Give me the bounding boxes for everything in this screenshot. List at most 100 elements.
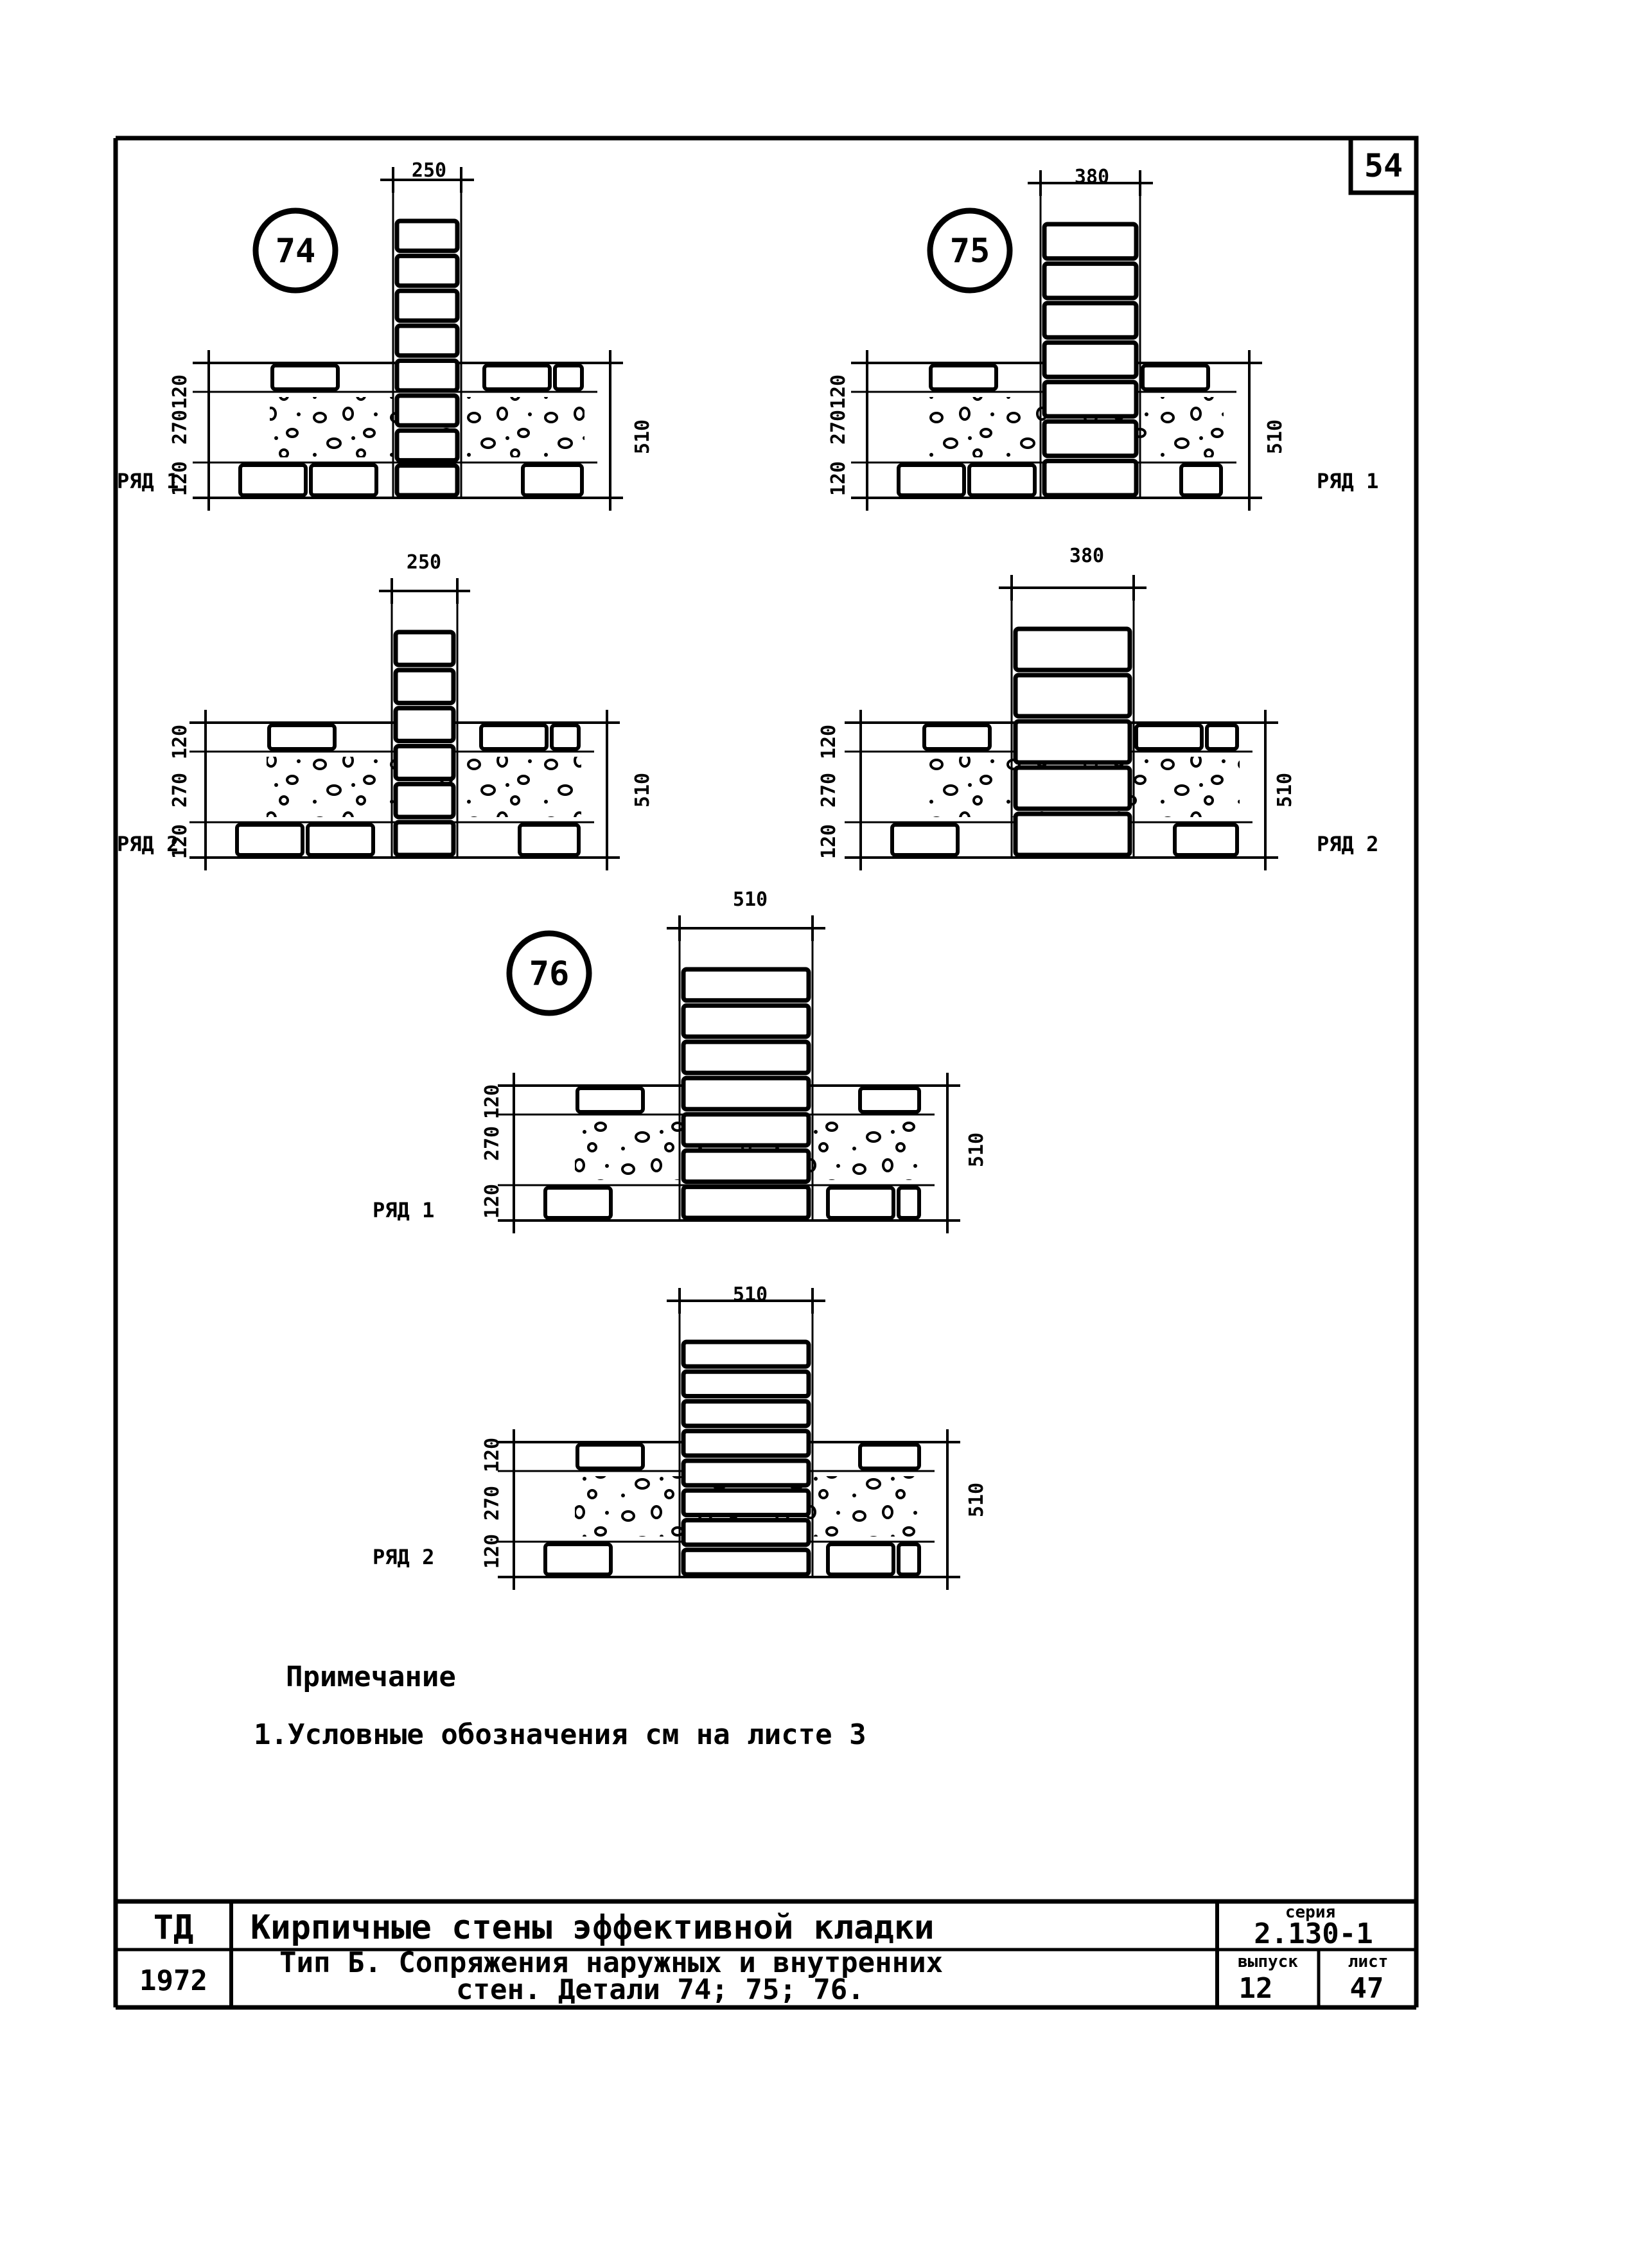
brick xyxy=(1205,723,1239,751)
brick xyxy=(858,1086,921,1114)
title-block xyxy=(113,1899,1419,2010)
pier-brick xyxy=(1042,222,1139,261)
pier-brick xyxy=(681,1458,811,1488)
pier-brick xyxy=(681,1399,811,1429)
detail-76-width-row2: 510 xyxy=(733,1283,768,1306)
detail-76-total-row2: 510 xyxy=(965,1483,988,1517)
title-block-line3: стен. Детали 74; 75; 76. xyxy=(456,1973,865,2006)
pier-brick xyxy=(681,1039,811,1075)
title-block-sheet-value: 47 xyxy=(1350,1972,1384,2005)
title-block-line1: Кирпичные стены эффективной кладки xyxy=(250,1908,934,1947)
course-dims-74-2: 120 270 120 xyxy=(169,725,191,859)
detail-74-width-row1: 250 xyxy=(412,159,446,182)
brick xyxy=(235,823,304,857)
svg-text:120: 120 xyxy=(169,725,191,759)
course-dims-75-1: 120 270 120 xyxy=(827,375,850,496)
title-block-org: ТД xyxy=(154,1908,194,1947)
detail-74-label: 74 xyxy=(276,232,316,270)
detail-74-total-row1: 510 xyxy=(631,419,654,454)
brick xyxy=(543,1542,613,1576)
brick xyxy=(897,1186,921,1220)
brick xyxy=(270,364,340,391)
pier-brick xyxy=(394,393,460,428)
pier-brick xyxy=(394,358,460,393)
brick xyxy=(238,463,308,497)
pier-brick xyxy=(681,1185,811,1221)
brick xyxy=(967,463,1037,497)
pier-brick xyxy=(681,1003,811,1039)
pier-brick xyxy=(1042,380,1139,419)
course-dims-76-2: 120 270 120 xyxy=(481,1438,504,1569)
title-block-sheet-label: лист xyxy=(1348,1952,1389,1971)
pier-brick xyxy=(393,744,456,782)
svg-text:120: 120 xyxy=(481,1184,504,1219)
pier-brick xyxy=(681,967,811,1003)
pier-brick xyxy=(1042,419,1139,459)
detail-76-marker: 76 xyxy=(506,930,592,1016)
detail-74-row2-label: РЯД 2 xyxy=(117,832,179,856)
brick xyxy=(309,463,378,497)
pier-brick xyxy=(393,667,456,705)
detail-76-label: 76 xyxy=(529,955,570,993)
wall-detail-1 xyxy=(193,167,623,511)
note-title: Примечание xyxy=(286,1661,456,1693)
pier-brick xyxy=(681,1339,811,1369)
brick xyxy=(897,463,966,497)
pier-brick xyxy=(1013,719,1132,765)
pier-brick xyxy=(393,820,456,858)
wall-detail-2 xyxy=(851,170,1262,511)
brick xyxy=(550,723,581,751)
svg-text:120: 120 xyxy=(818,725,840,759)
pier-brick xyxy=(393,705,456,744)
pier-brick xyxy=(1013,673,1132,719)
detail-74-row1-label: РЯД 1 xyxy=(117,469,179,493)
brick xyxy=(521,463,584,497)
note-text: 1.Условные обозначения см на листе 3 xyxy=(254,1718,866,1751)
brick xyxy=(826,1542,895,1576)
pier-brick xyxy=(393,782,456,820)
svg-text:120: 120 xyxy=(481,1084,504,1119)
svg-text:120: 120 xyxy=(169,375,191,409)
brick xyxy=(929,364,998,391)
pier-brick xyxy=(681,1518,811,1547)
wall-detail-3 xyxy=(189,578,620,870)
wall-detail-4 xyxy=(845,575,1278,870)
title-block-year: 1972 xyxy=(139,1964,207,1997)
detail-74-total-row2: 510 xyxy=(631,773,654,807)
pier-brick xyxy=(681,1112,811,1148)
wall-detail-6 xyxy=(498,1288,960,1590)
pier-brick xyxy=(1013,626,1132,673)
pier-brick xyxy=(394,218,460,253)
pier-brick xyxy=(394,463,460,498)
pier-brick xyxy=(681,1488,811,1517)
pier-brick xyxy=(394,323,460,358)
brick xyxy=(576,1086,645,1114)
detail-75-label: 75 xyxy=(950,232,990,270)
brick xyxy=(267,723,337,751)
course-dims-75-2: 120 270 120 xyxy=(818,725,840,859)
title-block-series-label: серия xyxy=(1285,1903,1335,1922)
pier-brick xyxy=(1013,765,1132,811)
detail-76-total-row1: 510 xyxy=(965,1132,988,1167)
pier-brick xyxy=(1013,811,1132,858)
pier-brick xyxy=(1042,261,1139,301)
course-dims-74-1: 120 270 120 xyxy=(169,375,191,496)
pier-brick xyxy=(1042,301,1139,340)
pier-brick xyxy=(394,253,460,288)
detail-75-row2-label: РЯД 2 xyxy=(1317,832,1378,856)
brick xyxy=(1173,823,1239,857)
detail-75-width-row1: 380 xyxy=(1075,166,1109,188)
detail-76-row1-label: РЯД 1 xyxy=(373,1198,434,1222)
pier-brick xyxy=(394,288,460,323)
detail-75-marker: 75 xyxy=(927,207,1013,294)
detail-74-marker: 74 xyxy=(252,207,338,294)
brick xyxy=(518,823,581,857)
pier-brick xyxy=(681,1075,811,1112)
brick xyxy=(1134,723,1204,751)
brick xyxy=(1141,364,1210,391)
detail-76-row2-label: РЯД 2 xyxy=(373,1545,434,1569)
pier-brick xyxy=(1042,459,1139,498)
brick xyxy=(890,823,960,857)
svg-text:270: 270 xyxy=(827,410,850,445)
